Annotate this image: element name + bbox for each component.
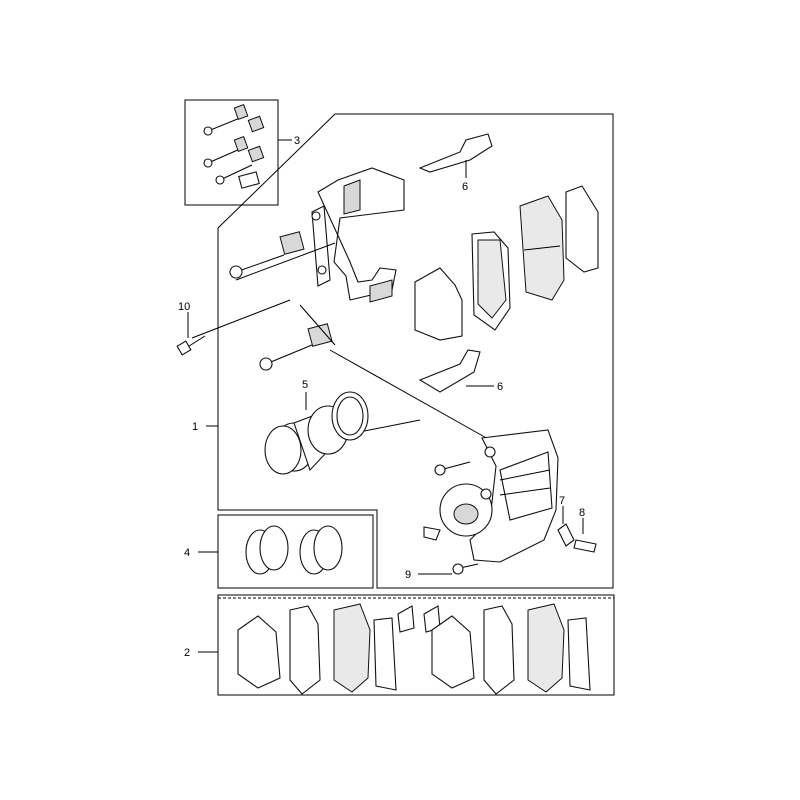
- callout-5: 5: [302, 379, 308, 410]
- callout-label-6a: 6: [462, 181, 468, 193]
- bleeder-screw-icon: [423, 523, 597, 553]
- frame-main-assembly: [217, 113, 614, 589]
- callout-label-8: 8: [579, 507, 585, 519]
- guide-pin-lower: [259, 323, 333, 371]
- seal-kit-parts: [245, 525, 343, 575]
- frame-seal-kit: [217, 514, 374, 589]
- guide-pin-kit-parts: [203, 104, 265, 189]
- callout-4: 4: [184, 547, 218, 559]
- callout-6-upper: 6: [462, 160, 468, 193]
- caliper-bracket-icon: [311, 167, 405, 303]
- callout-8: 8: [579, 507, 585, 534]
- callout-2: 2: [184, 647, 218, 659]
- pad-kit-parts: [237, 603, 591, 695]
- callout-label-1: 1: [192, 421, 198, 433]
- callout-7: 7: [559, 495, 565, 524]
- callout-10: 10: [178, 301, 190, 338]
- brake-pad-icon: [414, 185, 599, 341]
- frame-guide-pin-kit: [184, 99, 279, 206]
- callout-3: 3: [278, 135, 300, 147]
- callout-label-5: 5: [302, 379, 308, 391]
- guide-pin-upper: [229, 231, 305, 279]
- callout-label-9: 9: [405, 569, 411, 581]
- callout-9: 9: [405, 569, 452, 581]
- callout-6-lower: 6: [466, 381, 503, 393]
- caliper-housing-icon: [439, 429, 559, 563]
- caliper-lower-bolt: [452, 563, 479, 575]
- seal-ring-icon: [264, 391, 369, 475]
- callout-1: 1: [192, 421, 218, 433]
- callout-label-6b: 6: [497, 381, 503, 393]
- anti-rattle-clip-icon: [418, 133, 493, 393]
- callout-label-10: 10: [178, 301, 190, 313]
- callout-label-7: 7: [559, 495, 565, 507]
- bolt-icon: [176, 335, 206, 356]
- callout-label-3: 3: [294, 135, 300, 147]
- callout-label-2: 2: [184, 647, 190, 659]
- caliper-bolt-upper: [434, 461, 471, 476]
- callout-label-4: 4: [184, 547, 190, 559]
- guide-pin-icon: [203, 104, 265, 189]
- frame-pad-kit: [217, 594, 615, 696]
